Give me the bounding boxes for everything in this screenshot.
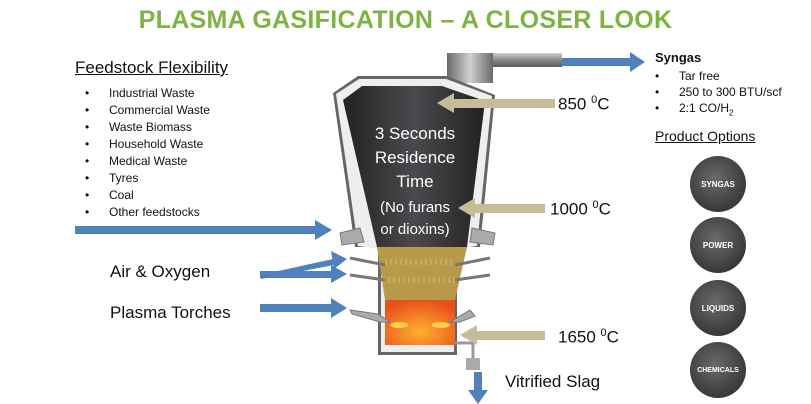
feedstock-list: Industrial Waste Commercial Waste Waste … (85, 85, 210, 221)
ratio-text: 2:1 CO/H (679, 101, 730, 115)
temp-arrow-icon (460, 325, 545, 345)
vitrified-slag-label: Vitrified Slag (505, 372, 601, 391)
feedstock-title: Feedstock Flexibility (75, 58, 229, 77)
gas-outlet-pipe (447, 53, 562, 83)
plasma-torches-label: Plasma Torches (110, 303, 231, 322)
temp-arrow-icon (458, 198, 545, 218)
subscript: 2 (729, 108, 734, 118)
list-item: Household Waste (85, 136, 210, 153)
list-item: Industrial Waste (85, 85, 210, 102)
blue-arrows (75, 52, 645, 404)
torch-nozzles (339, 227, 496, 323)
list-item: Tyres (85, 170, 210, 187)
page-title: PLASMA GASIFICATION – A CLOSER LOOK (138, 6, 673, 34)
list-item: 2:1 CO/H2 (655, 100, 782, 118)
residence-line-4: (No furans (379, 199, 451, 216)
temp-arrows (437, 93, 555, 345)
syngas-list: Tar free 250 to 300 BTU/scf 2:1 CO/H2 (655, 68, 782, 118)
product-options-title: Product Options (655, 128, 756, 144)
air-arrow-icon (260, 265, 347, 283)
list-item: Coal (85, 187, 210, 204)
temp-1650: 1650 0C (558, 327, 619, 347)
list-item: 250 to 300 BTU/scf (655, 84, 782, 100)
syngas-title: Syngas (655, 50, 702, 65)
list-item: Commercial Waste (85, 102, 210, 119)
residence-line-2: Residence (374, 148, 456, 167)
list-item: Tar free (655, 68, 782, 84)
slag-arrow-icon (468, 372, 488, 404)
reactor-vessel (333, 76, 495, 370)
product-power: POWER (690, 217, 746, 273)
product-syngas: SYNGAS (690, 156, 746, 212)
feed-arrow-icon (75, 220, 332, 240)
product-chemicals: CHEMICALS (690, 342, 746, 398)
flames (390, 322, 450, 328)
product-liquids: LIQUIDS (690, 280, 746, 336)
residence-line-3: Time (396, 172, 434, 191)
residence-line-5: or dioxins) (380, 221, 450, 238)
temp-850: 850 0C (558, 94, 610, 114)
list-item: Other feedstocks (85, 204, 210, 221)
air-oxygen-label: Air & Oxygen (110, 262, 211, 281)
list-item: Waste Biomass (85, 119, 210, 136)
syngas-arrow-icon (562, 52, 645, 72)
torch-arrow-icon (260, 298, 347, 318)
temp-arrow-icon (437, 93, 555, 113)
residence-line-1: 3 Seconds (374, 124, 456, 143)
list-item: Medical Waste (85, 153, 210, 170)
temp-1000: 1000 0C (550, 199, 611, 219)
